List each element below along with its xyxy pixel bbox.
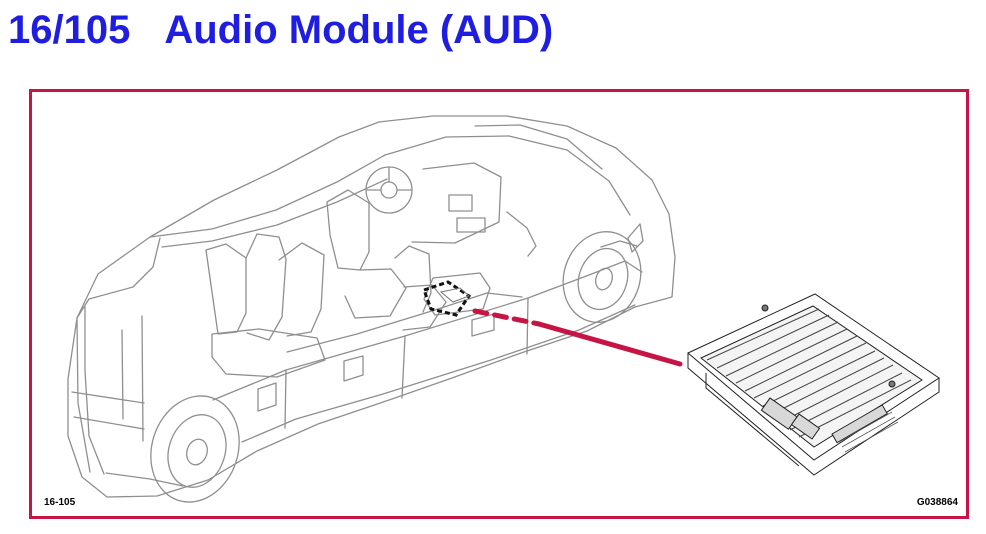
callout-line <box>472 308 683 367</box>
section-title: Audio Module (AUD) <box>164 8 554 52</box>
audio-module-location-marker <box>422 280 472 317</box>
section-number: 16/105 <box>8 8 131 52</box>
figure-code: G038864 <box>916 497 958 508</box>
audio-module-heatsink-illustration <box>687 293 940 476</box>
diagram-frame: 16-105 G038864 <box>29 89 969 519</box>
page-title: 16/105 Audio Module (AUD) <box>8 4 553 56</box>
car-cutaway-illustration <box>67 115 676 503</box>
figure-reference-label: 16-105 <box>44 497 76 508</box>
diagram-illustration <box>67 115 940 503</box>
